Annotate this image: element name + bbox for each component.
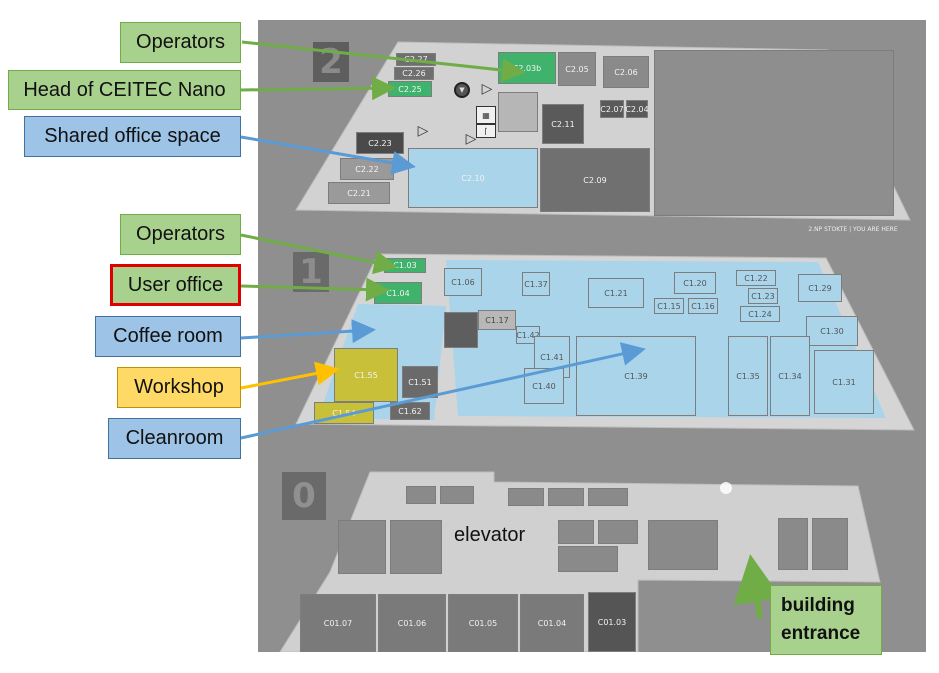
you-are-here-icon: ▼: [454, 82, 470, 98]
room-c01-06: C01.06: [378, 594, 446, 652]
stairs-step-icon: ⌈: [476, 124, 496, 138]
room-c1-22: C1.22: [736, 270, 776, 286]
room-stairs-f2: [498, 92, 538, 132]
direction-arrow-icon-2: ▷: [481, 81, 493, 97]
room-c2-26: C2.26: [394, 67, 434, 80]
floor-number-1: 1: [293, 252, 329, 292]
callout-operators-top: Operators: [120, 22, 241, 63]
room-c2-06: C2.06: [603, 56, 649, 88]
room-c1-55: C1.55: [334, 348, 398, 402]
callout-shared-office-space: Shared office space: [24, 116, 241, 157]
room-f0-top-1: [406, 486, 436, 504]
arrow-operators-top: [241, 40, 526, 82]
room-stairs-f1: [444, 312, 478, 348]
arrow-shared-office: [240, 135, 416, 175]
room-c1-31: C1.31: [814, 350, 874, 414]
arrow-head-ceitec: [240, 76, 396, 101]
arrow-operators-1: [240, 233, 398, 275]
room-c2-21: C2.21: [328, 182, 390, 204]
room-c01-05: C01.05: [448, 594, 518, 652]
stairs-icon: ▦: [476, 106, 496, 124]
direction-arrow-icon-3: ▷: [465, 131, 477, 147]
room-c1-21: C1.21: [588, 278, 644, 308]
room-f0-top-2: [440, 486, 474, 504]
floor-number-0: 0: [282, 472, 326, 520]
callout-operators-floor1: Operators: [120, 214, 241, 255]
room-f0-mid-1: [558, 520, 594, 544]
room-c2-05: C2.05: [558, 52, 596, 86]
room-c2-23: C2.23: [356, 132, 404, 154]
room-c1-16: C1.16: [688, 298, 718, 314]
room-c1-35: C1.35: [728, 336, 768, 416]
callout-cleanroom: Cleanroom: [108, 418, 241, 459]
arrow-cleanroom: [240, 342, 646, 440]
callout-workshop: Workshop: [117, 367, 241, 408]
room-f0-mid-2: [598, 520, 638, 544]
room-f0-mid-3: [558, 546, 618, 572]
room-c01-03: C01.03: [588, 592, 636, 652]
arrow-coffee-room: [240, 319, 376, 344]
room-c1-15: C1.15: [654, 298, 684, 314]
callout-coffee-room: Coffee room: [95, 316, 241, 357]
room-f0-right-2: [812, 518, 848, 570]
room-c1-17: C1.17: [478, 310, 516, 330]
direction-arrow-icon: ▷: [417, 123, 429, 139]
room-c2-04: C2.04: [625, 100, 649, 118]
room-f0-top-5: [588, 488, 628, 506]
room-c1-24: C1.24: [740, 306, 780, 322]
elevator-label: elevator: [454, 524, 526, 546]
room-c2-11: C2.11: [542, 104, 584, 144]
room-c1-06: C1.06: [444, 268, 482, 296]
room-c2-10: C2.10: [408, 148, 538, 208]
room-c2-07: C2.07: [600, 100, 624, 118]
callout-building-entrance: building entrance: [770, 585, 882, 655]
room-f0-top-3: [508, 488, 544, 506]
room-f0-mid-4: [648, 520, 718, 570]
room-c1-62: C1.62: [390, 402, 430, 420]
arrow-building-entrance: [733, 554, 782, 619]
arrow-user-office: [240, 277, 390, 302]
room-f0-left-2: [390, 520, 442, 574]
arrow-workshop: [240, 361, 340, 390]
room-f0-left-1: [338, 520, 386, 574]
room-large-f2: [654, 50, 894, 216]
room-c1-29: C1.29: [798, 274, 842, 302]
callout-user-office: User office: [110, 264, 241, 306]
room-f0-top-4: [548, 488, 584, 506]
room-f0-right-1: [778, 518, 808, 570]
room-c1-23: C1.23: [748, 288, 778, 304]
room-c01-07: C01.07: [300, 594, 376, 652]
room-c1-20: C1.20: [674, 272, 716, 294]
you-are-here-label: 2.NP STOKTE | YOU ARE HERE: [808, 225, 898, 233]
floor-plan-photo: 2 C2.27 C2.26 C2.25 C2.03b C2.05 C2.06 C…: [258, 20, 926, 652]
room-c01-04: C01.04: [520, 594, 584, 652]
room-c1-37: C1.37: [522, 272, 550, 296]
room-c2-09: C2.09: [540, 148, 650, 212]
room-c1-30: C1.30: [806, 316, 858, 346]
room-c1-34: C1.34: [770, 336, 810, 416]
callout-head-of-ceitec-nano: Head of CEITEC Nano: [8, 70, 241, 110]
